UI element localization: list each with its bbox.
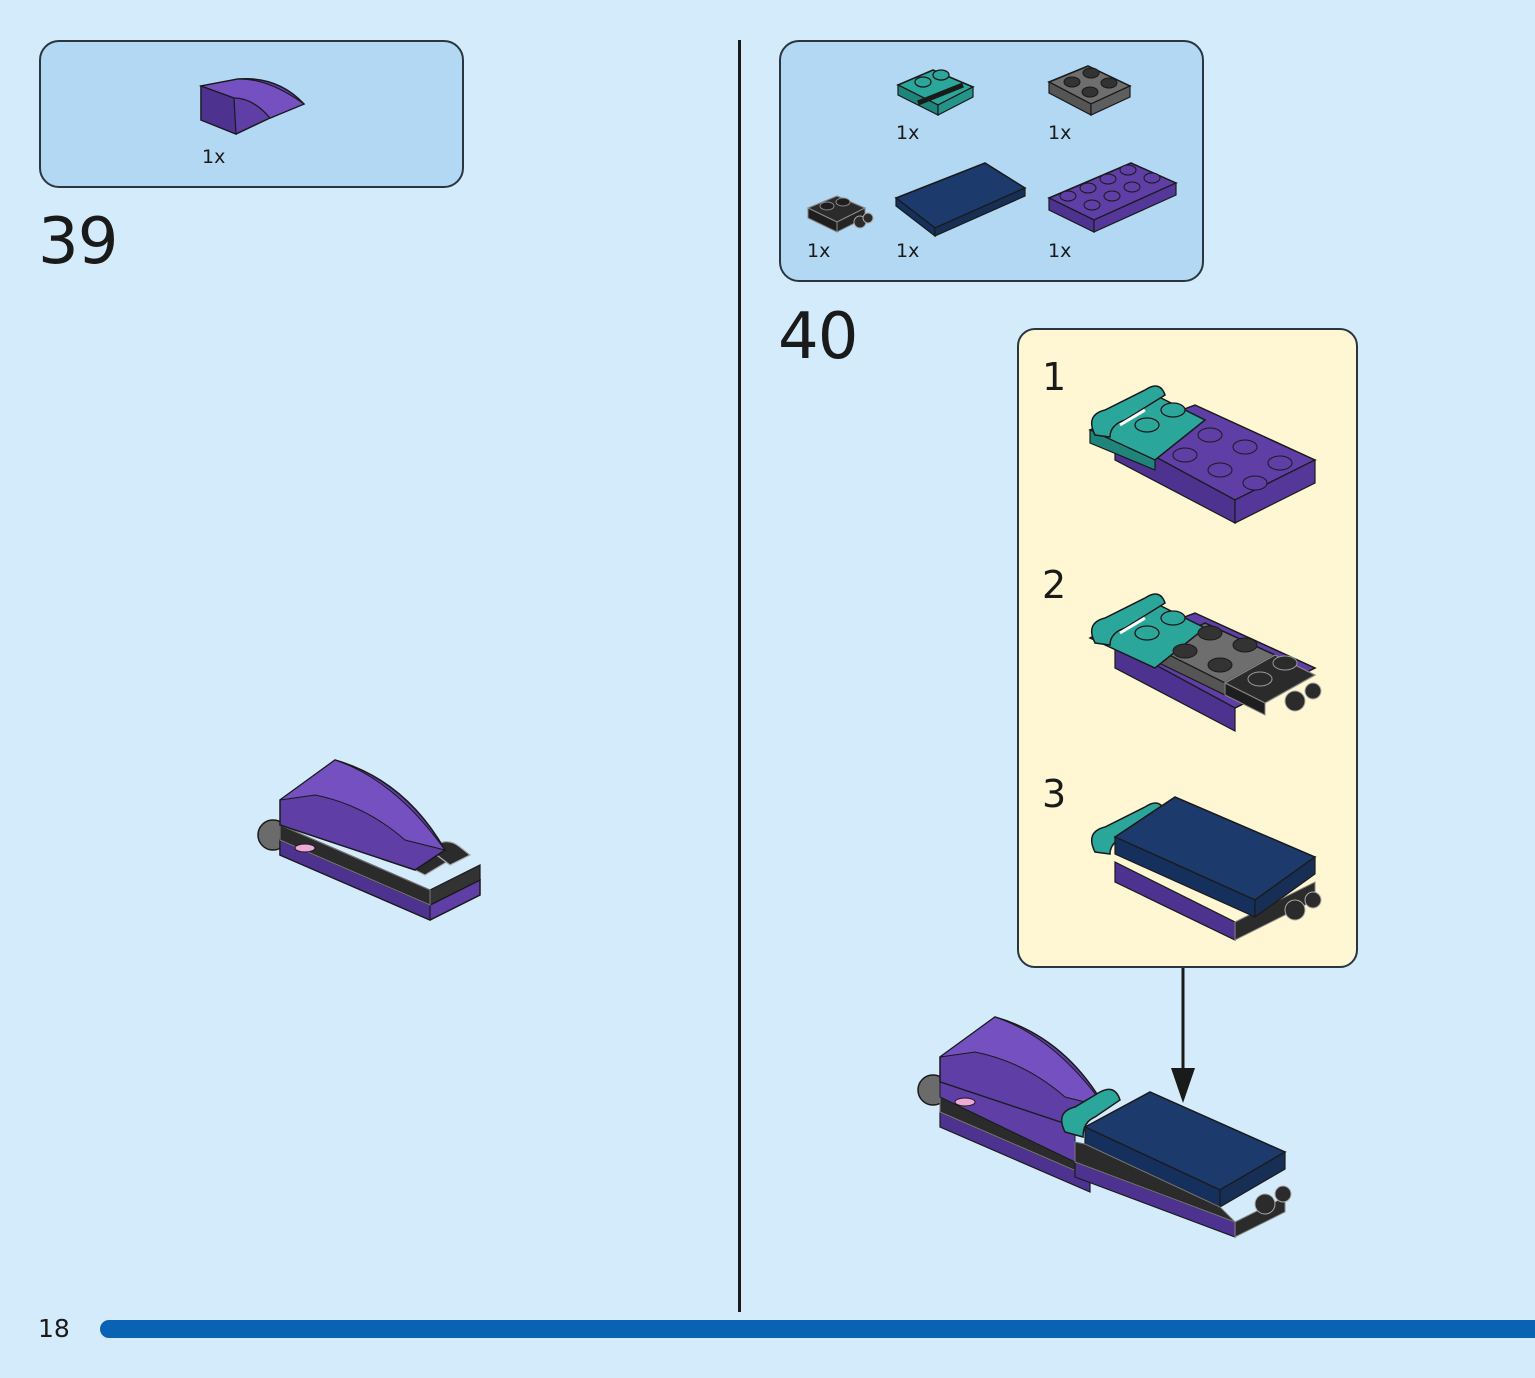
purple-2x4-plate-icon [1047,162,1178,233]
substep-2-illustration [1088,593,1322,732]
page-divider [738,40,741,1312]
down-arrow-icon [1171,968,1195,1103]
purple-plate-qty: 1x [1048,240,1072,262]
teal-plate-with-bar-icon [896,69,975,116]
purple-curved-slope-icon [198,77,306,135]
step40-number: 40 [778,300,858,374]
substep-1-illustration [1088,385,1317,524]
substep-3-illustration [1090,796,1322,941]
step40-assembly-illustration [917,1016,1292,1238]
gray-2x2-plate-icon [1047,65,1132,116]
progress-bar [100,1320,1535,1338]
black-plate-with-clips-icon [806,195,874,233]
step39-assembly-illustration [257,759,481,921]
page-number: 18 [38,1314,70,1343]
navy-tile-icon [894,162,1027,238]
substep-2-number: 2 [1042,563,1067,607]
step39-number: 39 [38,205,118,279]
gray-plate-qty: 1x [1048,122,1072,144]
black-plate-qty: 1x [807,240,831,262]
substep-3-number: 3 [1042,772,1067,816]
navy-tile-qty: 1x [896,240,920,262]
step40-parts-box [779,40,1204,282]
substep-1-number: 1 [1042,355,1067,399]
step39-part-qty: 1x [202,146,226,168]
teal-plate-qty: 1x [896,122,920,144]
